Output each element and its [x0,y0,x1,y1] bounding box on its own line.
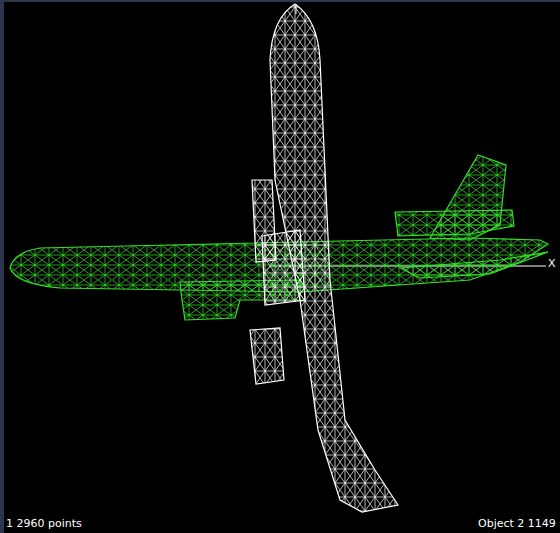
axis-label: X [548,258,556,270]
status-text: 1 2960 points [6,518,82,530]
status-text: Object 2 1149 [478,518,556,530]
white-airplane [250,4,398,512]
